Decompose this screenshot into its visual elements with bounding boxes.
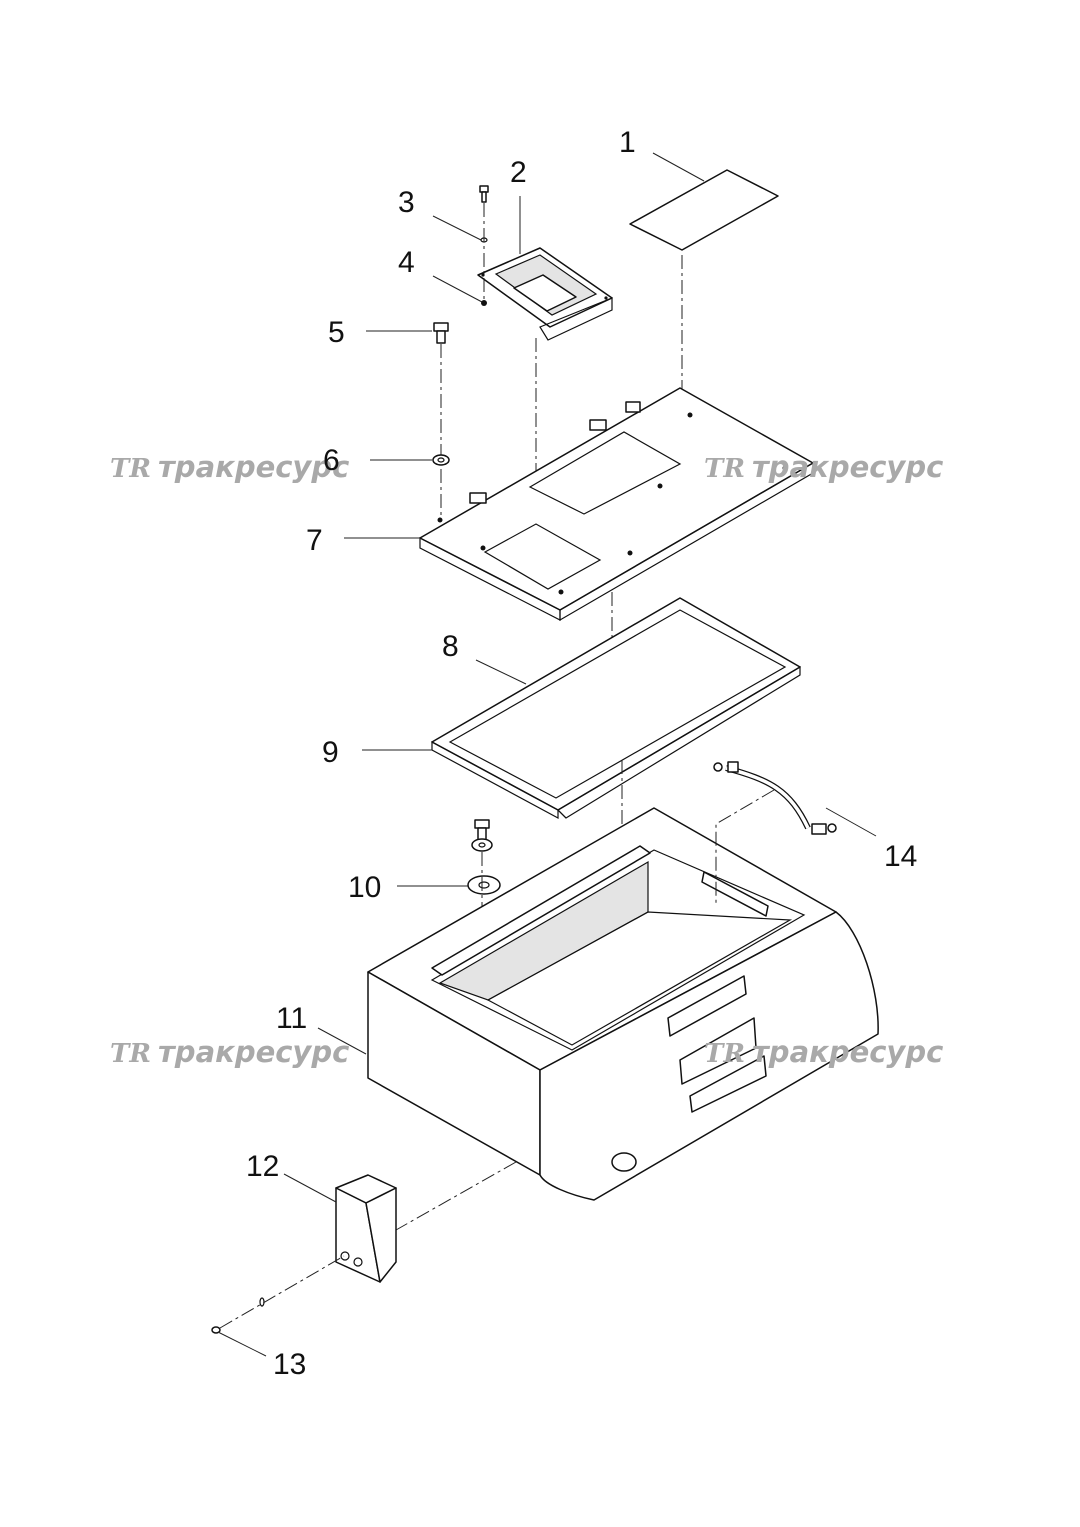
svg-text:TR: TR: [704, 454, 745, 484]
callout-2: 2: [510, 156, 527, 189]
callout-4: 4: [398, 246, 415, 279]
watermark-bottom-right: TR тракресурс: [704, 1035, 943, 1069]
part-11-housing: [367, 807, 879, 1231]
watermark-bottom-left: TR тракресурс: [110, 1035, 349, 1069]
callout-13: 13: [273, 1348, 306, 1381]
callout-7: 7: [306, 524, 323, 557]
part-4-nut: [481, 300, 487, 306]
watermark-top-right: TR тракресурс: [704, 450, 943, 484]
svg-text:тракресурс: тракресурс: [158, 450, 349, 484]
leader-lines: [217, 152, 877, 1357]
svg-text:тракресурс: тракресурс: [752, 1035, 943, 1069]
part-2-recessed-cover: [477, 247, 613, 556]
callout-6: 6: [323, 444, 340, 477]
part-13-screw: [211, 1255, 345, 1334]
callout-8: 8: [442, 630, 459, 663]
callout-14: 14: [884, 840, 917, 873]
callout-10: 10: [348, 871, 381, 904]
part-5-bolt: [433, 322, 449, 520]
svg-text:тракресурс: тракресурс: [158, 1035, 349, 1069]
callout-5: 5: [328, 316, 345, 349]
part-3-screw: [479, 185, 489, 300]
svg-text:TR: TR: [704, 1039, 745, 1069]
svg-text:TR: TR: [110, 454, 151, 484]
callout-1: 1: [619, 126, 636, 159]
callout-12: 12: [246, 1150, 279, 1183]
watermark-top-left: TR тракресурс: [110, 450, 349, 484]
svg-text:TR: TR: [110, 1039, 151, 1069]
callouts: 1 2 3 4 5 6 7 8 9 10 11 12 13 14: [246, 126, 917, 1381]
part-7-lid-plate: [419, 387, 814, 716]
svg-text:тракресурс: тракресурс: [752, 450, 943, 484]
callout-11: 11: [276, 1002, 307, 1035]
part-8-9-gasket-frame: [431, 597, 801, 858]
callout-9: 9: [322, 736, 339, 769]
part-14-cable-rod: [713, 761, 837, 906]
part-12-bracket: [335, 1174, 397, 1283]
callout-3: 3: [398, 186, 415, 219]
part-6-washer: [432, 454, 450, 466]
